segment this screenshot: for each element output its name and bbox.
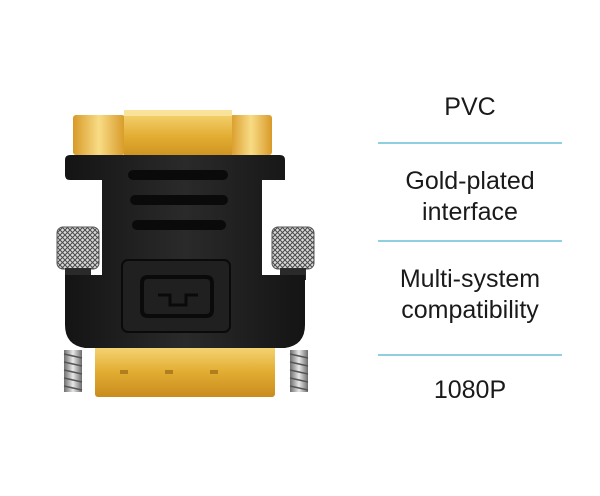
- dvi-adapter-icon: [56, 110, 315, 397]
- spec-item-compatibility: Multi-system compatibility: [399, 265, 541, 324]
- spec-item-material: PVC: [444, 93, 496, 121]
- adapter-product-image: [40, 100, 340, 410]
- divider: [378, 354, 562, 356]
- divider: [378, 142, 562, 144]
- spec-item-plating: Gold-plated interface: [405, 167, 535, 226]
- divider: [378, 240, 562, 242]
- spec-item-resolution: 1080P: [433, 376, 507, 404]
